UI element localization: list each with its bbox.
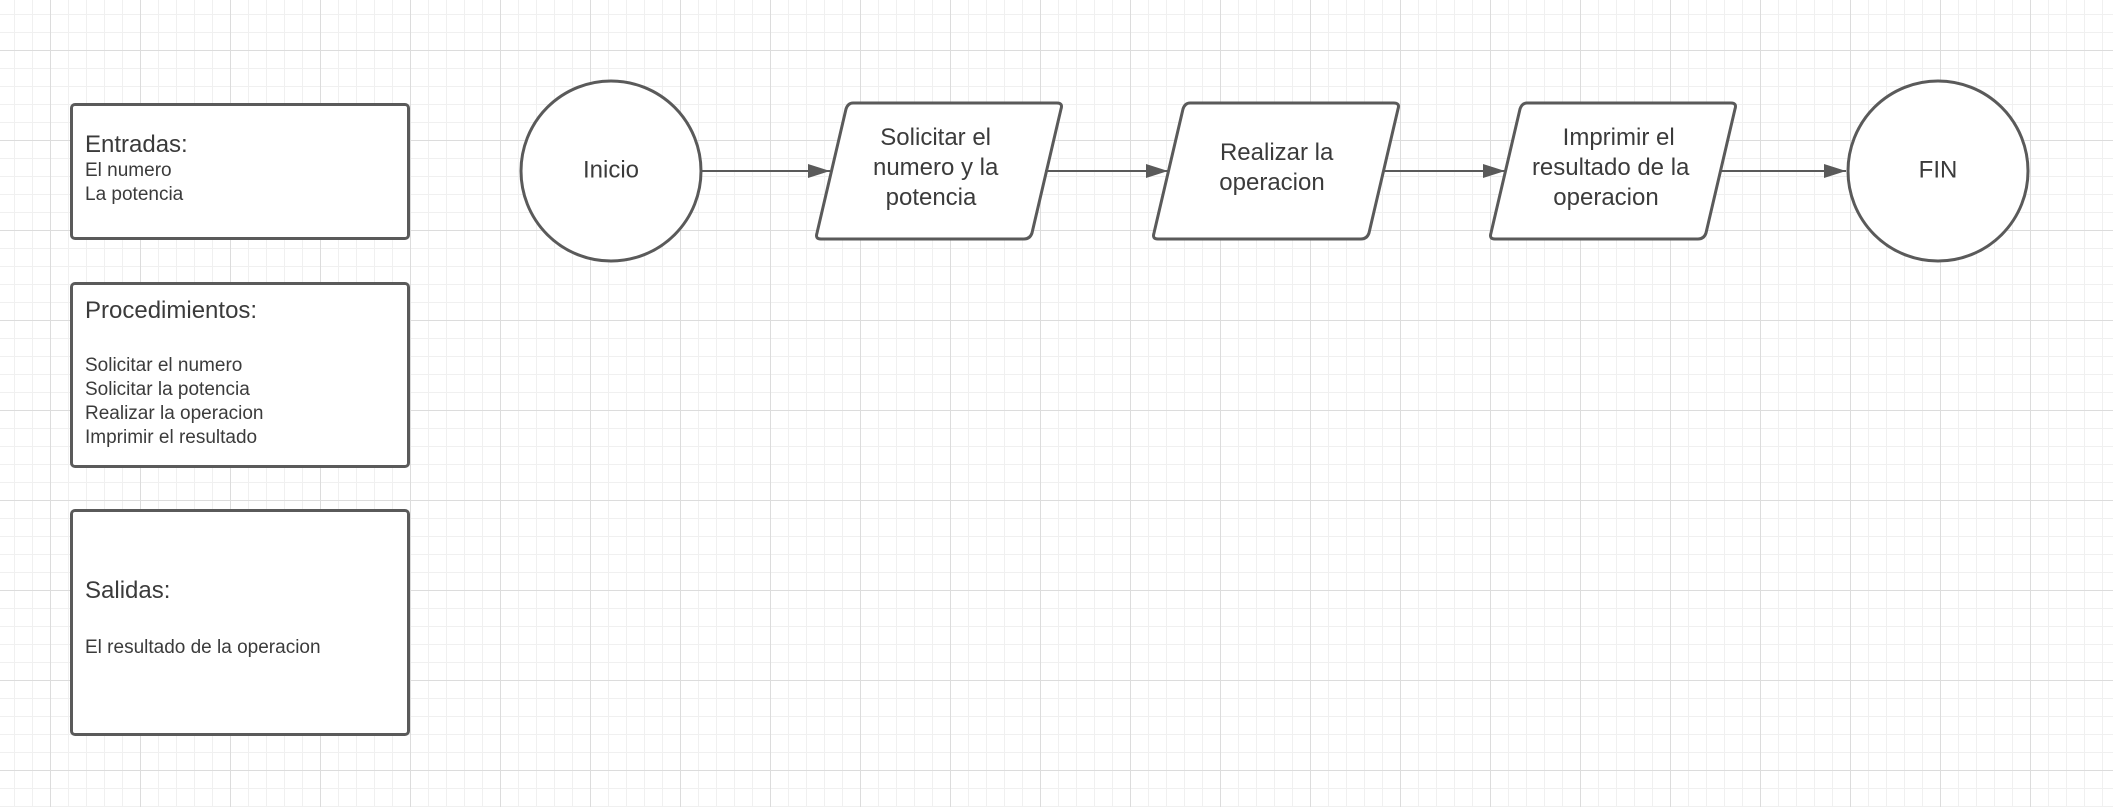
realizar-label-line: Realizar la: [1220, 139, 1334, 166]
realizar-label: Realizar la operacion: [1219, 139, 1340, 196]
realizar-node[interactable]: Realizar la operacion: [1152, 101, 1400, 241]
imprimir-node[interactable]: Imprimir el resultado de la operacion: [1489, 101, 1737, 241]
procedimientos-item: Realizar la operacion: [85, 403, 264, 424]
salidas-title: Salidas:: [85, 577, 171, 604]
entradas-box[interactable]: Entradas: El numero La potencia: [70, 103, 410, 240]
salidas-item: El resultado de la operacion: [85, 637, 321, 658]
procedimientos-box[interactable]: Procedimientos: Solicitar el numero Soli…: [70, 282, 410, 468]
fin-node[interactable]: FIN: [1846, 79, 2030, 263]
entradas-title: Entradas:: [85, 131, 188, 158]
procedimientos-item: Solicitar el numero: [85, 355, 243, 376]
solicitar-node[interactable]: Solicitar el numero y la potencia: [815, 101, 1063, 241]
imprimir-label: Imprimir el resultado de la operacion: [1532, 124, 1696, 211]
procedimientos-item: Solicitar la potencia: [85, 379, 250, 400]
procedimientos-item: Imprimir el resultado: [85, 427, 258, 448]
inicio-node[interactable]: Inicio: [519, 79, 703, 263]
fin-label: FIN: [1919, 156, 1958, 183]
solicitar-label: Solicitar el numero y la potencia: [873, 124, 1005, 211]
inicio-label: Inicio: [583, 156, 639, 183]
salidas-box[interactable]: Salidas: El resultado de la operacion: [70, 509, 410, 736]
solicitar-label-line: Solicitar el: [880, 124, 991, 151]
imprimir-label-line: operacion: [1553, 184, 1658, 211]
imprimir-label-line: Imprimir el: [1563, 124, 1675, 151]
imprimir-label-line: resultado de la: [1532, 154, 1690, 181]
entradas-item: El numero: [85, 160, 172, 181]
realizar-label-line: operacion: [1219, 169, 1324, 196]
solicitar-label-line: numero y la: [873, 154, 999, 181]
entradas-item: La potencia: [85, 184, 184, 205]
solicitar-label-line: potencia: [886, 184, 977, 211]
procedimientos-title: Procedimientos:: [85, 297, 258, 324]
